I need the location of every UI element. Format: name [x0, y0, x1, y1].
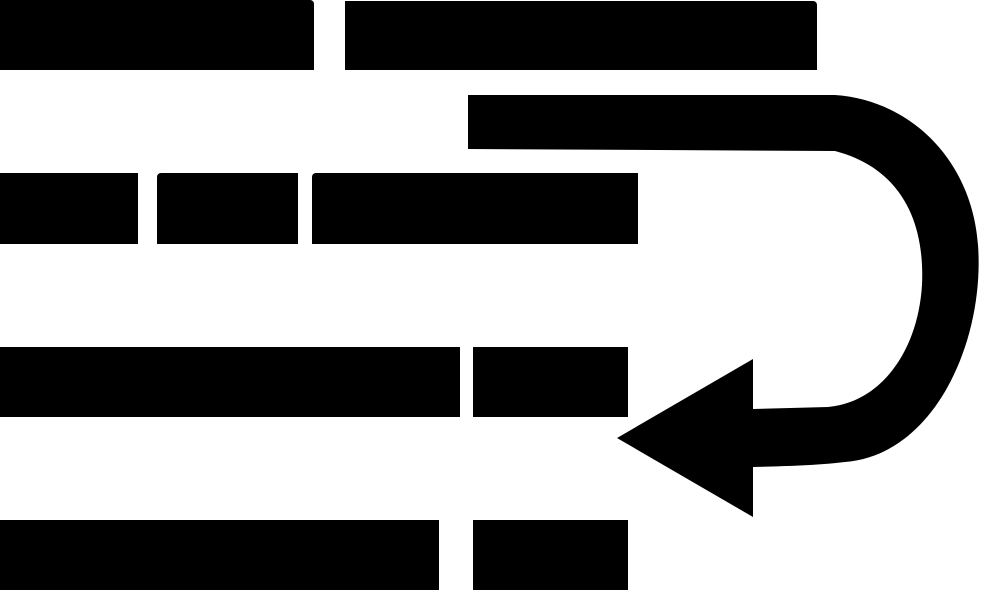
text-line-3-segment-2	[473, 347, 628, 417]
text-line-2-segment-3	[312, 173, 638, 244]
text-line-1-segment-1	[0, 0, 314, 70]
text-line-2-segment-1	[0, 173, 138, 244]
wrap-arrow-shape	[468, 95, 979, 517]
text-line-4-segment-2	[473, 520, 628, 590]
text-line-1-segment-2	[345, 1, 817, 70]
text-line-4-segment-1	[0, 520, 439, 590]
text-line-2-segment-2	[157, 173, 298, 244]
text-line-3-segment-1	[0, 347, 460, 417]
